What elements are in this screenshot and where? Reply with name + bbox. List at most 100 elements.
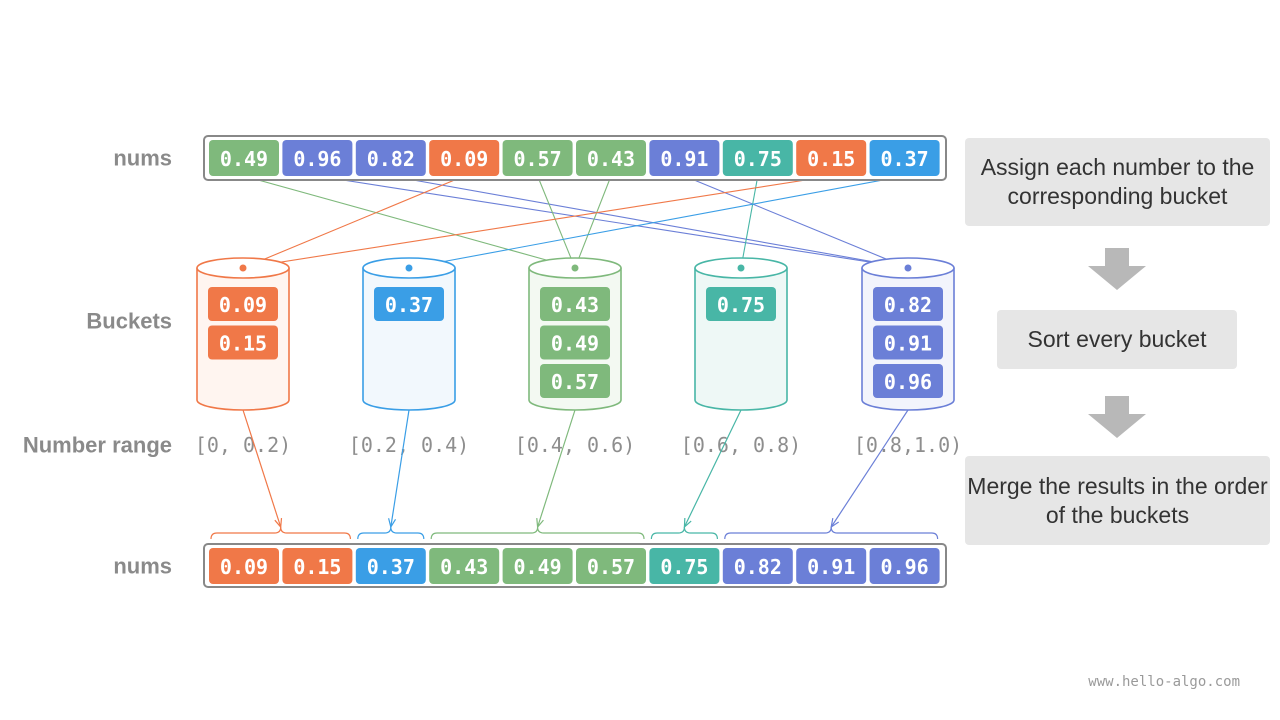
output-cell: 0.49: [514, 555, 562, 579]
connector-line: [390, 175, 909, 269]
connector-line: [317, 175, 909, 269]
bucket-item-bg: [374, 287, 444, 321]
connector-line: [243, 175, 576, 269]
bucket-range-label: [0.2, 0.4): [349, 433, 469, 457]
input-cell-bg: [209, 140, 279, 176]
bucket-entry-dot: [571, 264, 579, 272]
connector-line: [684, 175, 909, 269]
bucket-item: 0.09: [219, 293, 267, 317]
bucket-item-bg: [873, 287, 943, 321]
group-brace: [210, 526, 351, 540]
output-cell-bg: [796, 548, 867, 584]
input-cell: 0.96: [293, 147, 341, 171]
bucket-item: 0.43: [551, 293, 599, 317]
merge-arrow-head: [274, 517, 283, 529]
bucket-item-bg: [540, 287, 610, 321]
step-sort-text: Sort every bucket: [1027, 326, 1207, 352]
step-merge: Merge the results in the order of the bu…: [965, 456, 1270, 545]
bucket-item: 0.96: [884, 370, 932, 394]
output-cell-bg: [576, 548, 646, 584]
step-sort: Sort every bucket: [997, 310, 1237, 369]
output-cell: 0.09: [220, 555, 268, 579]
input-cell-bg: [429, 140, 500, 176]
bucket-range-label: [0, 0.2): [195, 433, 291, 457]
label-buckets: Buckets: [86, 309, 172, 334]
output-cell: 0.75: [660, 555, 708, 579]
output-cell: 0.91: [807, 555, 855, 579]
merge-arrow-line: [537, 409, 576, 528]
bucket-range-label: [0.4, 0.6): [515, 433, 635, 457]
merge-arrow-head: [830, 518, 840, 529]
output-cell-bg: [869, 548, 940, 584]
input-cell-bg: [355, 140, 426, 176]
output-cell: 0.43: [440, 555, 488, 579]
step-assign: Assign each number to the corresponding …: [965, 138, 1270, 226]
input-cell-bg: [869, 140, 940, 176]
bucket-item-bg: [208, 287, 278, 321]
input-cell-bg: [282, 140, 353, 176]
group-brace: [650, 526, 718, 540]
output-cell-bg: [722, 548, 793, 584]
output-cell-bg: [649, 548, 720, 584]
bucket-range-label: [0.8,1.0): [854, 433, 962, 457]
label-number-range: Number range: [23, 433, 172, 458]
bucket-item: 0.82: [884, 293, 932, 317]
step-merge-text: Merge the results in the order of the bu…: [967, 472, 1268, 528]
input-cell-bg: [796, 140, 867, 176]
group-brace: [357, 526, 425, 540]
output-cell: 0.96: [881, 555, 929, 579]
bucket-entry-dot: [239, 264, 247, 272]
input-cell-bg: [722, 140, 793, 176]
bucket-item: 0.91: [884, 332, 932, 356]
bucket-item-bg: [540, 325, 610, 360]
merge-arrow-head: [683, 517, 692, 529]
bucket-entry-dot: [405, 264, 413, 272]
connector-line: [537, 175, 576, 269]
bucket-item: 0.75: [717, 293, 765, 317]
connector-line: [574, 175, 612, 269]
connector-line: [242, 175, 832, 269]
input-cell: 0.57: [514, 147, 562, 171]
input-cell: 0.49: [220, 147, 268, 171]
merge-arrow-head: [388, 518, 397, 529]
bucket-item-bg: [706, 287, 776, 321]
footer-url: www.hello-algo.com: [1088, 674, 1240, 690]
group-brace: [430, 526, 645, 540]
output-cell-bg: [209, 548, 279, 584]
bucket-item: 0.57: [551, 370, 599, 394]
output-cell-bg: [282, 548, 353, 584]
input-cell: 0.37: [881, 147, 929, 171]
output-cell-bg: [355, 548, 426, 584]
input-cell: 0.91: [660, 147, 708, 171]
label-nums-top: nums: [113, 146, 172, 171]
input-cell: 0.43: [587, 147, 635, 171]
step-down-arrow: [1088, 396, 1146, 438]
merge-arrow-line: [390, 409, 410, 528]
input-cell-bg: [502, 140, 573, 176]
input-cell-bg: [649, 140, 720, 176]
connector-line: [408, 175, 905, 269]
bucket-item: 0.15: [219, 332, 267, 356]
output-cell: 0.57: [587, 555, 635, 579]
connector-line: [242, 175, 465, 269]
merge-arrow-line: [830, 409, 909, 528]
output-cell-bg: [502, 548, 573, 584]
label-nums-bottom: nums: [113, 554, 172, 579]
bucket-item-bg: [873, 325, 943, 360]
input-cell: 0.75: [734, 147, 782, 171]
merge-arrow-line: [683, 409, 742, 528]
output-cell: 0.37: [367, 555, 415, 579]
bucket-item-bg: [208, 325, 278, 360]
input-cell: 0.82: [367, 147, 415, 171]
connector-line: [740, 175, 759, 269]
input-cell-bg: [576, 140, 646, 176]
group-brace: [724, 526, 939, 540]
output-cell: 0.15: [293, 555, 341, 579]
bucket-entry-dot: [737, 264, 745, 272]
bucket-range-label: [0.6, 0.8): [681, 433, 801, 457]
merge-arrow-head: [536, 517, 544, 529]
step-assign-text: Assign each number to the corresponding …: [980, 154, 1255, 209]
bucket-item: 0.37: [385, 293, 433, 317]
output-cell: 0.82: [734, 555, 782, 579]
